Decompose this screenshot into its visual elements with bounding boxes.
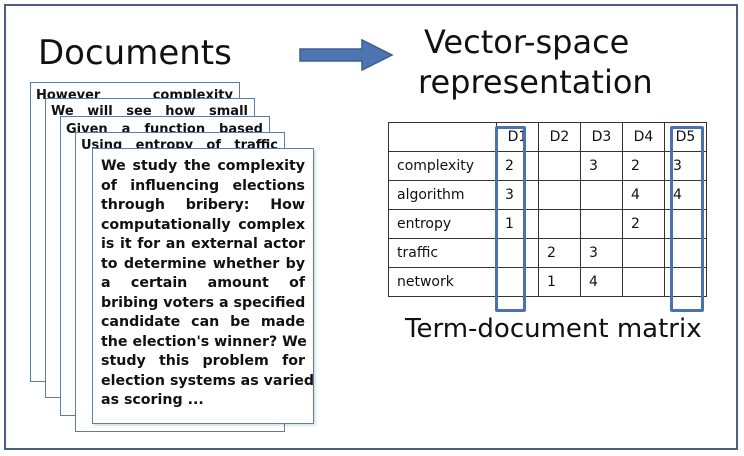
term-label: entropy: [388, 209, 497, 239]
document-text-line: study this problem for: [101, 353, 305, 369]
document-text-line: to determine whether by: [101, 255, 305, 272]
matrix-cell: [580, 180, 623, 210]
matrix-cell: 3: [580, 151, 623, 181]
matrix-cell: [538, 209, 581, 239]
term-label: complexity: [388, 151, 497, 181]
document-text-line: election systems as varied: [101, 372, 314, 389]
matrix-cell: [622, 267, 665, 297]
document-text-line: the election's winner? We: [101, 333, 307, 350]
matrix-cell: [496, 267, 539, 297]
document-text-line: of influencing elections: [101, 177, 305, 194]
matrix-cell: 2: [622, 151, 665, 181]
document-text-line: a certain amount of: [101, 275, 305, 291]
matrix-cell: [538, 151, 581, 181]
documents-title: Documents: [38, 33, 232, 73]
vector-space-title-line1: Vector-space: [424, 23, 630, 61]
matrix-cell: 2: [538, 238, 581, 268]
document-text-line: candidate can be made: [101, 314, 305, 330]
document-text-line: computationally complex: [101, 216, 305, 233]
term-label: network: [388, 267, 497, 297]
term-label: traffic: [388, 238, 497, 268]
matrix-cell: [580, 209, 623, 239]
column-highlight-d5: [670, 126, 704, 312]
matrix-cell: 1: [496, 209, 539, 239]
document-text-line: We study the complexity: [101, 158, 305, 174]
vector-space-title: Vector-space representation: [418, 22, 653, 102]
document-text-line: through bribery: How: [101, 197, 305, 213]
right-arrow-icon: [299, 38, 394, 72]
column-header: D2: [538, 122, 581, 152]
column-header: D3: [580, 122, 623, 152]
document-text-line: bribing voters a specified: [101, 294, 306, 311]
matrix-header-row: D1 D2 D3 D4 D5: [388, 122, 707, 152]
matrix-cell: 4: [622, 180, 665, 210]
column-header: D4: [622, 122, 665, 152]
document-text-line: as scoring ...: [101, 392, 204, 408]
document-page-front: We study the complexity of influencing el…: [92, 148, 314, 424]
matrix-caption: Term-document matrix: [405, 314, 702, 344]
matrix-corner-cell: [388, 122, 497, 152]
matrix-cell: 2: [622, 209, 665, 239]
document-text: We study the complexity of influencing el…: [101, 157, 314, 411]
column-highlight-d1: [495, 126, 526, 312]
vector-space-title-line2: representation: [418, 63, 653, 101]
matrix-cell: 3: [580, 238, 623, 268]
matrix-cell: [538, 180, 581, 210]
matrix-cell: 4: [580, 267, 623, 297]
term-label: algorithm: [388, 180, 497, 210]
matrix-cell: 1: [538, 267, 581, 297]
diagram-frame: [4, 4, 738, 450]
document-text: We will see how small: [51, 104, 248, 119]
document-text-line: is it for an external actor: [101, 236, 305, 252]
matrix-cell: [622, 238, 665, 268]
